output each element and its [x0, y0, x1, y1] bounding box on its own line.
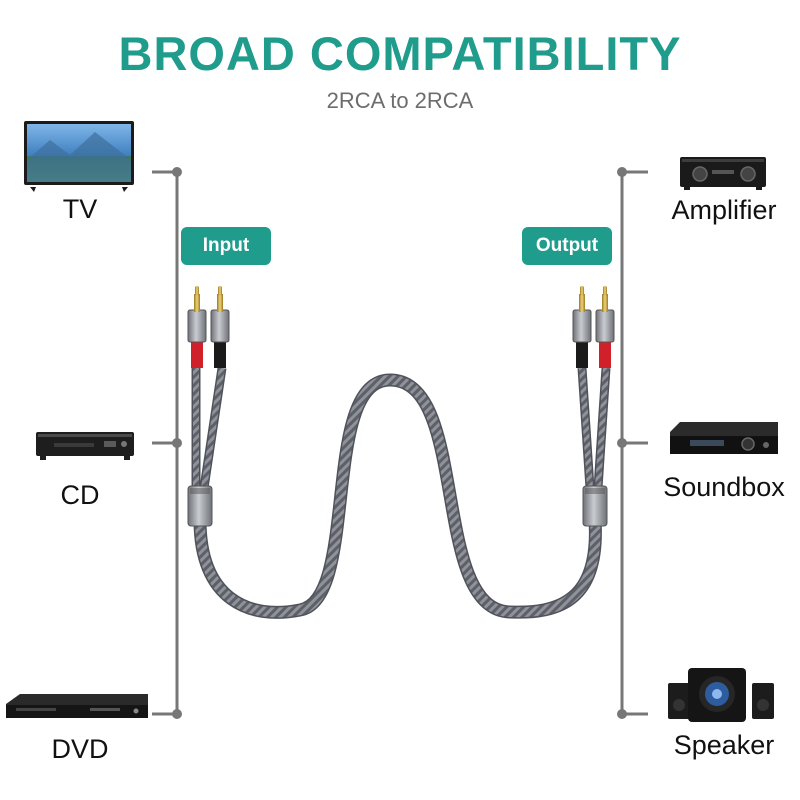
rca-cable [191, 367, 611, 619]
device-label-cd: CD [60, 480, 100, 510]
device-label-soundbox: Soundbox [663, 472, 785, 502]
left-rca-plug-red [187, 286, 207, 368]
right-bracket [617, 167, 648, 719]
amplifier-icon [680, 157, 766, 190]
left-rca-plug-black [210, 286, 230, 368]
device-label-tv: TV [62, 194, 98, 224]
input-badge: Input [181, 227, 271, 265]
left-bracket [152, 167, 182, 719]
right-rca-plug-red [595, 286, 615, 368]
output-badge: Output [522, 227, 612, 265]
right-splitter [582, 485, 608, 527]
left-splitter [187, 485, 213, 527]
page-subtitle: 2RCA to 2RCA [326, 88, 474, 113]
device-label-dvd: DVD [51, 734, 109, 764]
page-title: BROAD COMPATIBILITY [118, 27, 682, 80]
speaker-icon [668, 668, 774, 722]
dvd-player-icon [6, 694, 148, 718]
soundbox-icon [670, 422, 778, 454]
cd-player-icon [36, 432, 134, 460]
device-label-amplifier: Amplifier [671, 195, 777, 225]
right-rca-plug-black [572, 286, 592, 368]
tv-icon [24, 121, 134, 192]
device-label-speaker: Speaker [673, 730, 775, 760]
